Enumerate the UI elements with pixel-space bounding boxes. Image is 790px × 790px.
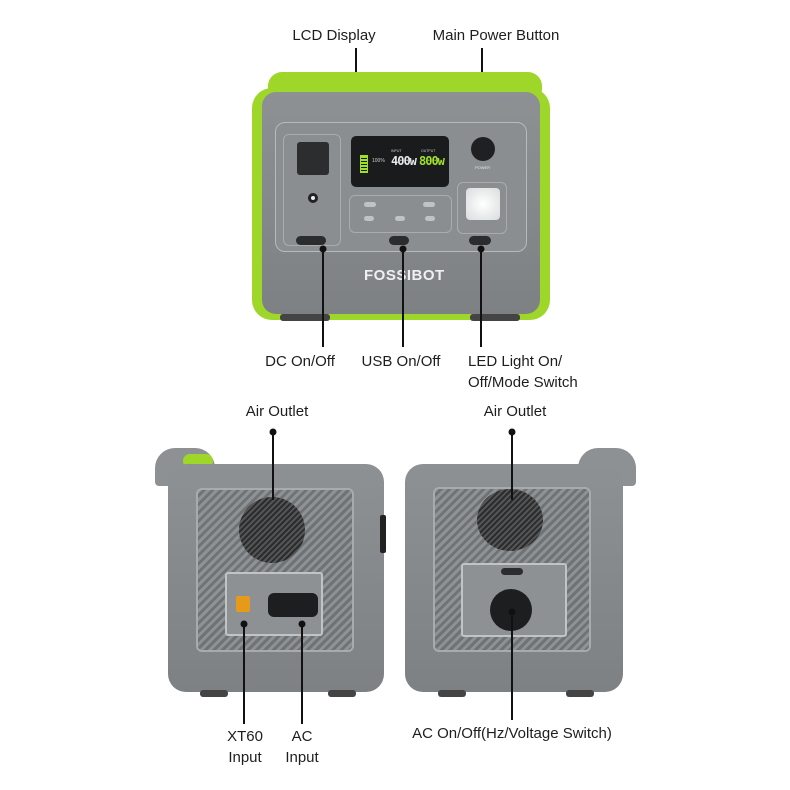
foot — [470, 314, 520, 321]
front-panel: 100% INPUT 400w OUTPUT 800w POWER — [275, 122, 527, 252]
foot — [566, 690, 594, 697]
usb-c-port — [425, 216, 435, 221]
callout-line — [480, 249, 482, 347]
callout-line — [322, 249, 324, 347]
dc-port — [308, 193, 318, 203]
dc-section — [283, 134, 341, 246]
label-air-outlet-left: Air Outlet — [245, 403, 309, 420]
callout-line — [301, 624, 303, 724]
xt60-port — [236, 596, 250, 612]
callout-line — [511, 432, 513, 500]
label-xt60-1: XT60 — [227, 728, 263, 745]
ac-output-plate — [461, 563, 567, 637]
label-air-outlet-right: Air Outlet — [483, 403, 547, 420]
label-lcd-display: LCD Display — [292, 27, 376, 44]
usb-section — [349, 195, 452, 233]
led-section — [457, 182, 507, 234]
ac-input-port — [268, 593, 318, 617]
usb-c-port — [364, 216, 374, 221]
usb-c-port — [395, 216, 405, 221]
led-mode-button[interactable] — [469, 236, 491, 245]
car-port-cover — [297, 142, 329, 175]
dc-on-off-button[interactable] — [296, 236, 326, 245]
usb-on-off-button[interactable] — [389, 236, 409, 245]
lcd-display: 100% INPUT 400w OUTPUT 800w — [351, 136, 449, 187]
front-device: 100% INPUT 400w OUTPUT 800w POWER FOSSIB… — [262, 92, 540, 314]
ac-on-off-button[interactable] — [501, 568, 523, 575]
brand-logo: FOSSIBOT — [364, 267, 445, 284]
foot — [438, 690, 466, 697]
fan-grille — [239, 497, 305, 563]
label-led-light-1: LED Light On/ — [468, 353, 563, 370]
usb-a-port — [364, 202, 376, 207]
label-ac-input-2: Input — [285, 749, 319, 766]
callout-line — [511, 612, 513, 720]
foot — [280, 314, 330, 321]
lcd-input-value: 400w — [391, 154, 417, 168]
label-usb-on-off: USB On/Off — [361, 353, 441, 370]
foot — [328, 690, 356, 697]
battery-icon — [360, 155, 368, 173]
usb-a-port — [423, 202, 435, 207]
led-light — [466, 188, 500, 220]
fan-grille — [477, 489, 543, 551]
side-latch — [380, 515, 386, 553]
foot — [200, 690, 228, 697]
lcd-input-label: INPUT — [391, 149, 402, 153]
label-led-light-2: Off/Mode Switch — [468, 374, 578, 391]
main-power-button[interactable] — [471, 137, 495, 161]
lcd-output-value: 800w — [419, 154, 445, 168]
label-xt60-2: Input — [228, 749, 262, 766]
label-dc-on-off: DC On/Off — [265, 353, 335, 370]
callout-line — [402, 249, 404, 347]
power-label: POWER — [475, 165, 491, 170]
lcd-battery-percent: 100% — [372, 158, 385, 164]
lcd-output-label: OUTPUT — [421, 149, 436, 153]
input-port-plate — [225, 572, 323, 636]
label-ac-input-1: AC — [291, 728, 313, 745]
label-ac-on-off: AC On/Off(Hz/Voltage Switch) — [412, 725, 612, 742]
label-main-power-button: Main Power Button — [432, 27, 560, 44]
callout-line — [272, 432, 274, 500]
callout-line — [243, 624, 245, 724]
